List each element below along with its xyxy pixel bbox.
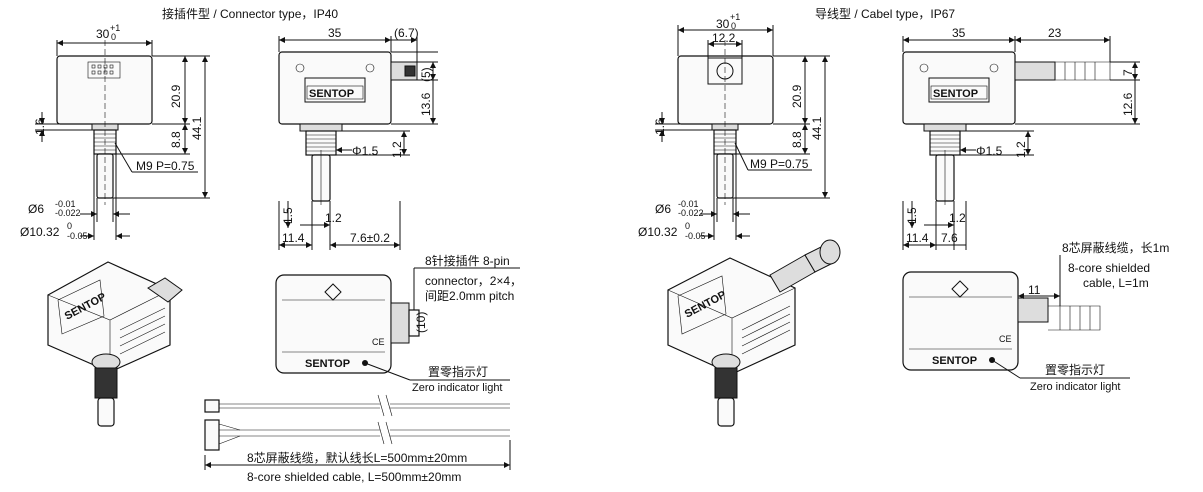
c-note-2: 8-core shielded bbox=[1068, 261, 1150, 275]
shaft-len-dim: 8.8 bbox=[169, 131, 183, 148]
c-base-dia-tol-up: 0 bbox=[685, 221, 690, 231]
ce-mark: CE bbox=[372, 337, 385, 347]
c-phi-dim: Φ1.5 bbox=[976, 144, 1003, 158]
side-conn-dim: (6.7) bbox=[394, 26, 419, 40]
c-width-tol-dn: 0 bbox=[731, 21, 736, 31]
dim-1-2b: 1.2 bbox=[325, 211, 342, 225]
connector-front-view bbox=[56, 40, 153, 205]
connector-iso-view: SENTOP bbox=[47, 261, 183, 427]
connector-side-view: SENTOP bbox=[278, 51, 418, 205]
conn-note-1: 8针接插件 8-pin bbox=[425, 253, 510, 268]
brand-label: SENTOP bbox=[309, 88, 354, 100]
c-base-dia-dim: Ø10.32 bbox=[638, 225, 678, 239]
c-zero-cn: 置零指示灯 bbox=[1045, 362, 1105, 377]
gland-dim: 12.2 bbox=[712, 31, 736, 45]
c-shoulder-dim: 1.6 bbox=[653, 118, 667, 135]
width-dim: 30 bbox=[96, 27, 110, 41]
cable-back-view: SENTOP CE bbox=[902, 271, 1101, 371]
base-dia-tol-dn: -0.05 bbox=[67, 231, 88, 241]
shaft-dia-dim: Ø6 bbox=[28, 202, 44, 216]
c-shaft-len-dim: 8.8 bbox=[790, 131, 804, 148]
cable-drawing bbox=[204, 394, 510, 451]
c-dim-1-2b: 1.2 bbox=[949, 211, 966, 225]
width-tol-dn: 0 bbox=[111, 32, 116, 42]
total-height-dim: 44.1 bbox=[190, 116, 204, 140]
dim-7-6: 7.6±0.2 bbox=[350, 231, 390, 245]
cable-en: 8-core shielded cable, L=500mm±20mm bbox=[247, 470, 461, 484]
c-zero-en: Zero indicator light bbox=[1030, 381, 1121, 393]
thread-label: M9 P=0.75 bbox=[136, 159, 195, 173]
connector-type-title: 接插件型 / Connector type，IP40 bbox=[162, 6, 338, 21]
cb-brand: SENTOP bbox=[932, 355, 977, 367]
c-ce-mark: CE bbox=[999, 334, 1012, 344]
c-dim-12-6: 12.6 bbox=[1121, 92, 1135, 116]
c-cable-len-dim: 23 bbox=[1048, 26, 1062, 40]
phi-dim: Φ1.5 bbox=[352, 144, 379, 158]
c-width-dim: 30 bbox=[716, 17, 730, 31]
c-dim-1-2a: 1.2 bbox=[1014, 141, 1028, 158]
c-total-height-dim: 44.1 bbox=[810, 116, 824, 140]
back-brand: SENTOP bbox=[305, 358, 350, 370]
cable-iso-view: SENTOP bbox=[667, 239, 841, 427]
side-h-dim: 13.6 bbox=[419, 92, 433, 116]
height-dim: 20.9 bbox=[169, 84, 183, 108]
c-shaft-dia-dim: Ø6 bbox=[655, 202, 671, 216]
side-conn-h-dim: (5) bbox=[419, 67, 433, 82]
dim-1-2a: 1.2 bbox=[390, 141, 404, 158]
dim-1-5: 1.5 bbox=[281, 207, 295, 224]
cable-cn: 8芯屏蔽线缆，默认线长L=500mm±20mm bbox=[247, 450, 467, 465]
side-width-dim: 35 bbox=[328, 26, 342, 40]
conn-dim: (10) bbox=[414, 312, 428, 333]
c-shaft-dia-tol-dn: -0.022 bbox=[678, 208, 704, 218]
zero-cn: 置零指示灯 bbox=[428, 364, 488, 379]
c-dim-11-4: 11.4 bbox=[906, 231, 929, 245]
c-shaft-dia-tol-up: -0.01 bbox=[678, 199, 699, 209]
c-width-tol-up: +1 bbox=[730, 12, 740, 22]
c-note-1: 8芯屏蔽线缆，长1m bbox=[1062, 241, 1169, 255]
shaft-dia-tol-up: -0.01 bbox=[55, 199, 76, 209]
connector-back-view: SENTOP CE bbox=[275, 274, 420, 374]
base-dia-tol-up: 0 bbox=[67, 221, 72, 231]
width-tol-up: +1 bbox=[110, 23, 120, 33]
c-dim-7: 7 bbox=[1121, 69, 1135, 76]
shoulder-dim: 1.6 bbox=[33, 118, 47, 135]
c-thread-label: M9 P=0.75 bbox=[750, 157, 809, 171]
c-base-dia-tol-dn: -0.05 bbox=[685, 231, 706, 241]
cable-side-view: SENTOP bbox=[902, 51, 1111, 205]
zero-en: Zero indicator light bbox=[412, 382, 503, 394]
dim-11-4: 11.4 bbox=[282, 231, 305, 245]
c-dim-7-6: 7.6 bbox=[941, 231, 958, 245]
c-dim-1-5: 1.5 bbox=[905, 207, 919, 224]
conn-note-3: 间距2.0mm pitch bbox=[425, 289, 514, 303]
conn-note-2: connector，2×4， bbox=[425, 274, 522, 288]
c-note-3: cable, L=1m bbox=[1083, 276, 1149, 290]
shaft-dia-tol-dn: -0.022 bbox=[55, 208, 81, 218]
base-dia-dim: Ø10.32 bbox=[20, 225, 60, 239]
c-height-dim: 20.9 bbox=[790, 84, 804, 108]
cable-front-view bbox=[677, 40, 774, 205]
cable-type-title: 导线型 / Cabel type，IP67 bbox=[815, 7, 955, 21]
c-side-width-dim: 35 bbox=[952, 26, 966, 40]
c-brand-label: SENTOP bbox=[933, 88, 978, 100]
c-dim-11: 11 bbox=[1028, 283, 1041, 297]
